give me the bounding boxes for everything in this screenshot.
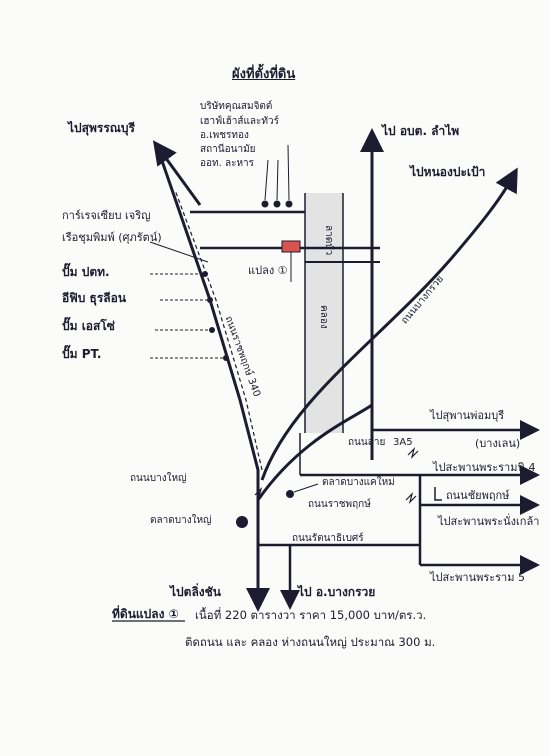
- landmark-dot-pt: [223, 355, 229, 361]
- landmark-esso: ปั๊ม เอสโซ่: [62, 319, 115, 333]
- dest-suphan-bangpho: ไปสุพานพ่อมบุรี: [430, 409, 505, 422]
- landmark-pt: ปั๊ม PT.: [62, 347, 102, 361]
- leader-1: [264, 159, 269, 201]
- brace-mark: [434, 487, 442, 501]
- landmark-label-3: อ.เพชรทอง: [200, 130, 249, 141]
- dest-talingchan: ไปตลิ่งชัน: [170, 585, 222, 599]
- landmark-print: เรือชุมพิมพ์ (ศุภรัตน์): [62, 231, 162, 244]
- road-label-sai-num: 3A5: [393, 437, 413, 448]
- road-label-canal-2: คลอง: [318, 305, 329, 329]
- market-dot-bangkhae: [286, 490, 294, 498]
- leader-market: [293, 483, 319, 493]
- landmark-label-5: ออท. ละหาร: [200, 158, 255, 169]
- market-label-bangyai: ตลาดบางใหญ่: [150, 515, 212, 526]
- landmark-dot-ptt: [202, 271, 208, 277]
- dest-banglen: (บางเลน): [475, 437, 521, 450]
- dest-suphanburi: ไปสุพรรณบุรี: [68, 121, 135, 135]
- dest-obt: ไป อบต. ลำไพ: [382, 124, 460, 138]
- plot-label: แปลง ①: [248, 264, 288, 277]
- landmark-ptt: ปั๊ม ปตท.: [62, 265, 110, 279]
- landmark-label-4: สถานีอนามัย: [200, 144, 256, 155]
- landmark-shop: อีฟิบ ธุรลีอน: [62, 291, 127, 305]
- road-inner-curve: [256, 403, 373, 501]
- dest-nongpa: ไปหนองปะเป้า: [410, 165, 486, 179]
- road-northeast-curve: [260, 167, 518, 481]
- landmark-garage: การ์เรจเซียบ เจริญ: [62, 209, 151, 222]
- dest-bangkruai: ไป อ.บางกรวย: [298, 585, 376, 599]
- market-label-bangkhae: ตลาดบางแคใหม่: [322, 477, 395, 488]
- road-label-rattanathibet: ถนนรัตนาธิเบศร์: [292, 533, 364, 544]
- road-main-parallel: [174, 189, 263, 471]
- road-label-sai: ถนนสาย: [348, 437, 386, 448]
- map-title: ผังที่ตั้งที่ดิน: [232, 67, 296, 82]
- landmark-dot-4: [207, 297, 213, 303]
- leader-2: [276, 159, 279, 201]
- road-label-ratchaphruek: ถนนราชพฤกษ์: [308, 499, 371, 510]
- dest-phranangklao: ไปสะพานพระนั่งเกล้า: [438, 515, 540, 528]
- leader-left-2: [149, 241, 209, 263]
- landmark-dot-1: [261, 200, 269, 208]
- bridge-mark-1: [254, 487, 266, 499]
- landmark-dot-2: [273, 200, 281, 208]
- landmark-dot-esso: [209, 327, 215, 333]
- note-label: ที่ดินแปลง ①: [112, 607, 179, 621]
- note-line-2: ติดถนน และ คลอง ห่างถนนใหญ่ ประมาณ 300 ม…: [185, 635, 436, 649]
- note-line-1: เนื้อที่ 220 ตารางวา ราคา 15,000 บาท/ตร.…: [195, 608, 427, 622]
- landmark-label-1: บริษัทคุณสมจิตต์: [200, 101, 273, 112]
- bridge-mark-3: [407, 447, 419, 459]
- dest-rama5: ไปสะพานพระราม 5: [430, 571, 525, 584]
- road-northwest: [152, 140, 202, 206]
- market-dot-bangyai: [236, 516, 248, 528]
- bridge-mark-2: [405, 492, 417, 504]
- landmark-label-2: เฮาฟ์เฮ้าส์และทัวร์: [200, 116, 279, 127]
- road-label-bangyai: ถนนบางใหญ่: [130, 473, 187, 484]
- landmark-dot-3: [285, 200, 293, 208]
- land-plot-marker: [281, 240, 301, 253]
- dest-rama4: ไปสะพานพระรามนิ 4: [433, 461, 536, 474]
- road-label-canal: ลาดบัว: [323, 225, 334, 256]
- canal-band: [305, 193, 343, 433]
- leader-3: [287, 144, 290, 201]
- road-label-chaiyaphruek: ถนนชัยพฤกษ์: [446, 489, 510, 502]
